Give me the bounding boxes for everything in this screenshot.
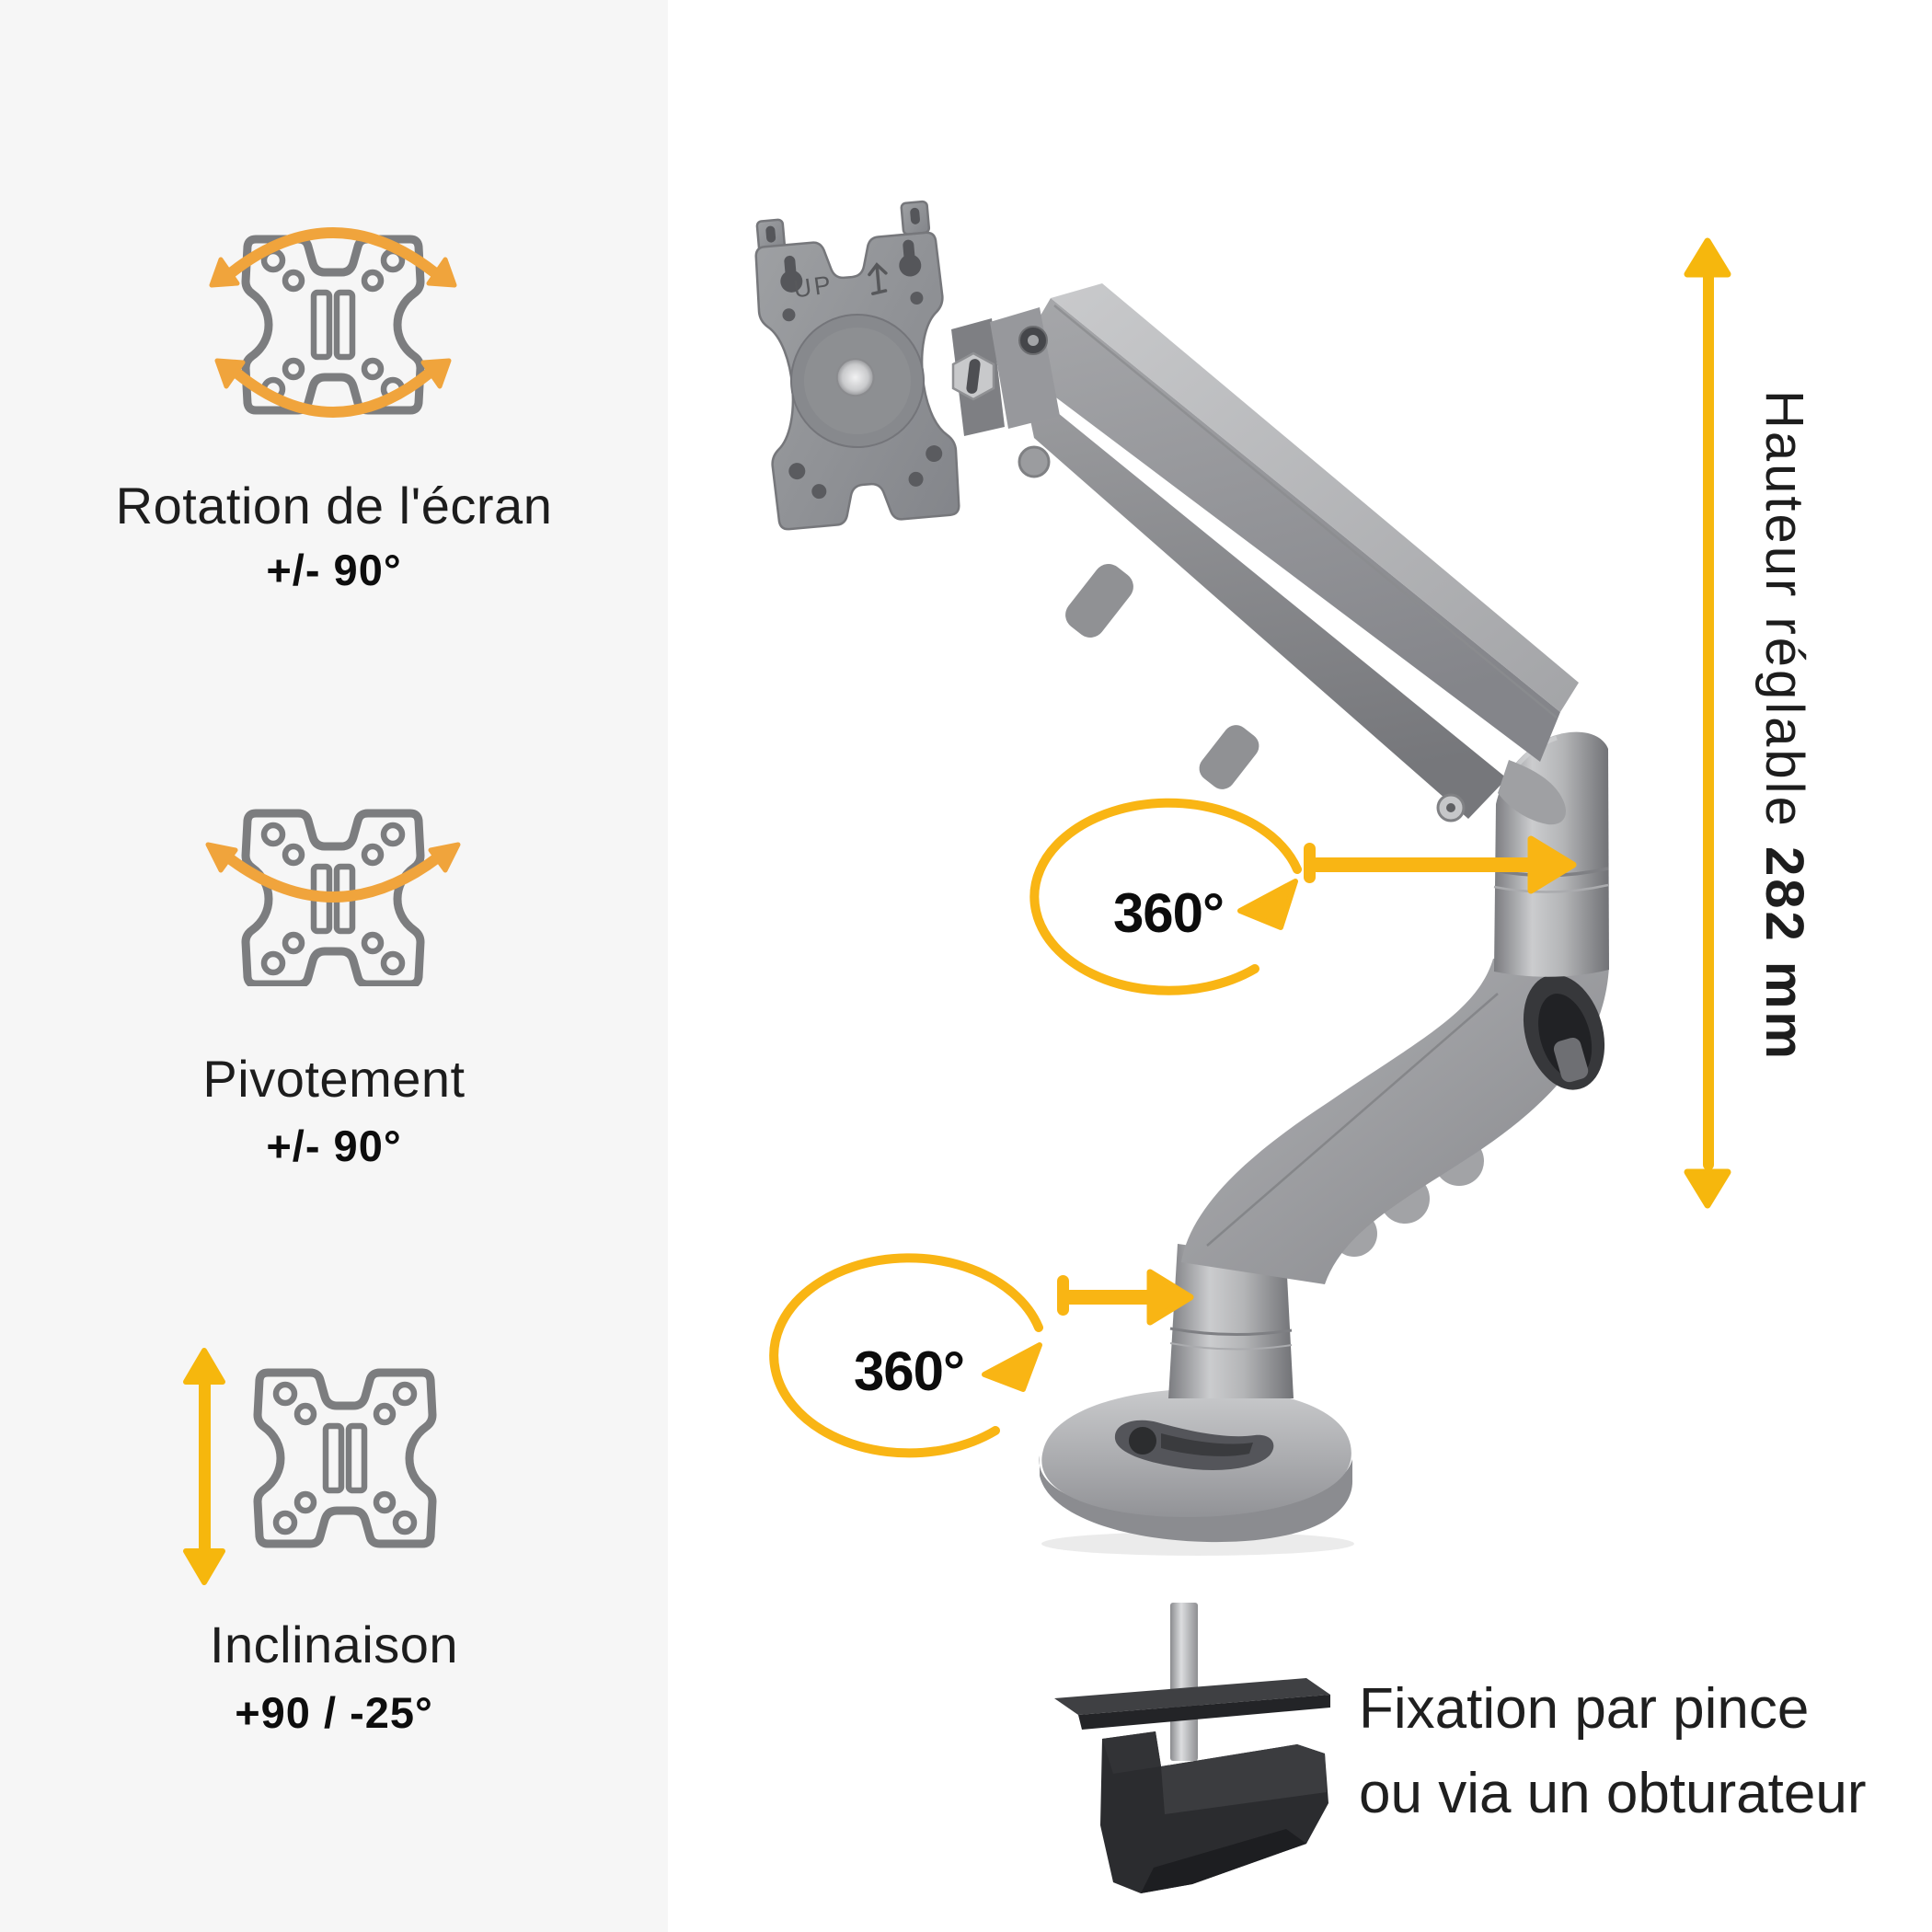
base-shadow (1041, 1532, 1354, 1556)
height-dimension-label: Hauteur réglable 282 mm (1754, 390, 1814, 1062)
height-dimension-arrow (1684, 237, 1731, 1209)
vesa-plate: UP (754, 200, 960, 531)
base-column (1168, 1244, 1294, 1398)
height-label-value: 282 mm (1754, 845, 1814, 1062)
rotation-arrowhead-icon (1237, 879, 1298, 930)
height-label-text: Hauteur réglable (1754, 390, 1814, 829)
feature-label-pivot: Pivotement (202, 1050, 466, 1108)
vesa-up-marking: UP (792, 270, 835, 304)
callout-label-upper: 360° (1112, 882, 1225, 944)
lower-arm (1181, 959, 1609, 1284)
arrow-down-icon (1684, 1168, 1731, 1209)
feature-sidebar: Rotation de l'écran +/- 90° Pivotement +… (0, 0, 668, 1932)
rotation-callout-base (769, 1253, 1194, 1458)
feature-value-rotation: +/- 90° (266, 546, 402, 594)
desk-clamp-render (1054, 1603, 1330, 1893)
mounting-note-line2: ou via un obturateur (1359, 1762, 1867, 1825)
feature-value-pivot: +/- 90° (266, 1121, 402, 1170)
vesa-rotation-icon (209, 227, 457, 418)
monitor-arm-render: UP (754, 200, 1609, 1556)
feature-value-tilt: +90 / -25° (235, 1688, 433, 1737)
vesa-stud (835, 358, 875, 397)
feature-label-tilt: Inclinaison (209, 1616, 459, 1673)
pointer-arrowhead-icon (1146, 1269, 1194, 1326)
arrow-up-icon (1684, 237, 1731, 278)
clamp-rod (1170, 1603, 1198, 1761)
feature-label-rotation: Rotation de l'écran (115, 477, 553, 535)
pointer-arrowhead-icon (1527, 835, 1577, 894)
annotations (769, 237, 1731, 1458)
upper-arm (1012, 283, 1579, 825)
mounting-note-line1: Fixation par pince (1359, 1677, 1810, 1741)
vesa-tilt-icon (183, 1348, 437, 1585)
vesa-pivot-icon (205, 809, 461, 986)
rotation-callout-upper (1029, 798, 1577, 995)
vesa-hinge (951, 307, 1060, 436)
mounting-note: Fixation par pince ou via un obturateur (1359, 1667, 1867, 1836)
vesa-up-arrow-icon (868, 262, 888, 295)
callout-label-base: 360° (853, 1340, 965, 1402)
rotation-arrowhead-icon (982, 1342, 1042, 1392)
